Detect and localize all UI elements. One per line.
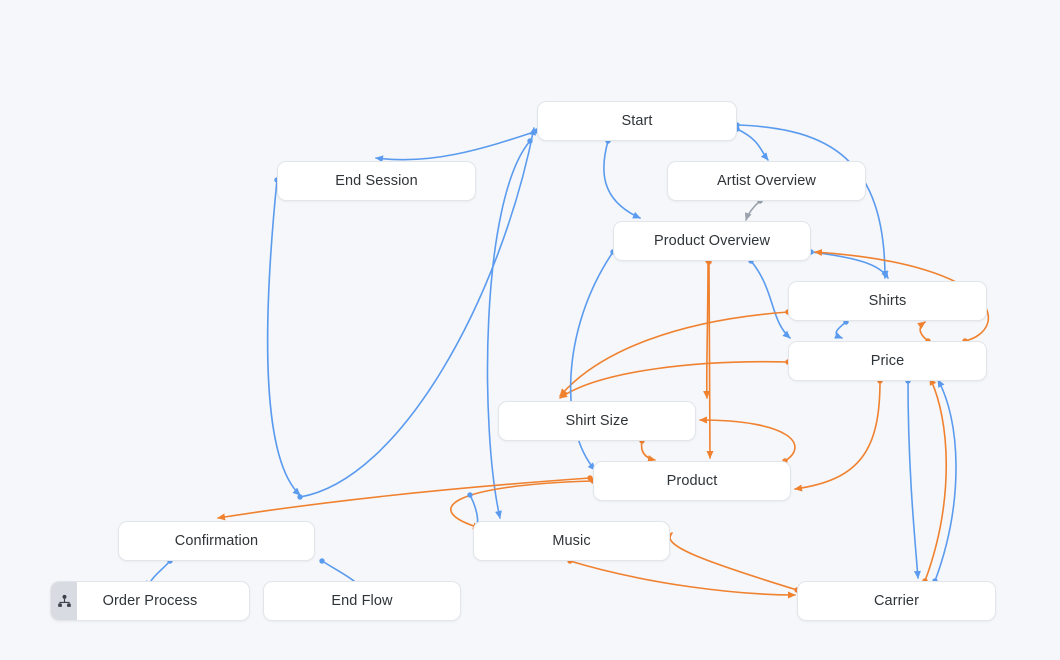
node-product-overview[interactable]: Product Overview (613, 221, 811, 261)
edge-source-dot (587, 475, 593, 481)
edge-carrier-to-music (664, 532, 800, 593)
edge-shirt-size-to-product (639, 438, 656, 463)
edge-carrier-to-price (932, 379, 957, 584)
node-label: Confirmation (174, 533, 259, 549)
edge-music-to-confirmation (217, 475, 593, 521)
node-price[interactable]: Price (788, 341, 987, 381)
edge-product-overview-to-price (748, 258, 791, 339)
edge-price-to-carrier (905, 378, 921, 579)
edge-start-to-end-session (375, 128, 540, 163)
node-product[interactable]: Product (593, 461, 791, 501)
edge-price-to-shirt-size (559, 359, 791, 399)
node-end-session[interactable]: End Session (277, 161, 476, 201)
edge-end-session-to-start (266, 177, 301, 496)
edge-source-dot (467, 492, 473, 498)
node-shirt-size[interactable]: Shirt Size (498, 401, 696, 441)
node-label: Shirt Size (565, 413, 629, 429)
edge-product-overview-to-shirt-size (703, 258, 711, 399)
node-music[interactable]: Music (473, 521, 670, 561)
edge-shirts-to-price (834, 319, 849, 339)
node-label: Product (666, 473, 718, 489)
node-label: Price (870, 353, 905, 369)
edge-product-to-shirt-size (699, 416, 796, 464)
edge-shirts-to-shirt-size (559, 309, 791, 397)
edge-source-dot (527, 138, 533, 144)
node-order-process[interactable]: Order Process (50, 581, 250, 621)
node-confirmation[interactable]: Confirmation (118, 521, 315, 561)
edge-source-dot (297, 494, 303, 500)
node-end-flow[interactable]: End Flow (263, 581, 461, 621)
edge-start-to-music (486, 138, 533, 519)
node-label: Artist Overview (717, 173, 816, 189)
edge-product-overview-to-product (706, 259, 714, 459)
hierarchy-icon (51, 582, 77, 620)
node-label: Carrier (873, 593, 919, 609)
node-label: Shirts (868, 293, 907, 309)
node-label: Start (621, 113, 653, 129)
node-artist-overview[interactable]: Artist Overview (667, 161, 866, 201)
node-shirts[interactable]: Shirts (788, 281, 987, 321)
edge-carrier-to-price (922, 377, 947, 584)
node-label: End Flow (331, 593, 393, 609)
node-label: Order Process (102, 593, 198, 609)
node-start[interactable]: Start (537, 101, 737, 141)
node-carrier[interactable]: Carrier (797, 581, 996, 621)
node-label: Product Overview (653, 233, 771, 249)
edge-artist-overview-to-product-overview (744, 198, 763, 221)
edge-start-to-product-overview (603, 138, 641, 219)
node-label: Music (552, 533, 591, 549)
edge-start-to-artist-overview (734, 126, 769, 161)
edge-music-to-carrier (567, 558, 796, 599)
edge-product-overview-to-shirts (808, 249, 889, 279)
edge-price-to-product (794, 378, 883, 492)
node-label: End Session (335, 173, 418, 189)
edge-source-dot (319, 558, 325, 564)
